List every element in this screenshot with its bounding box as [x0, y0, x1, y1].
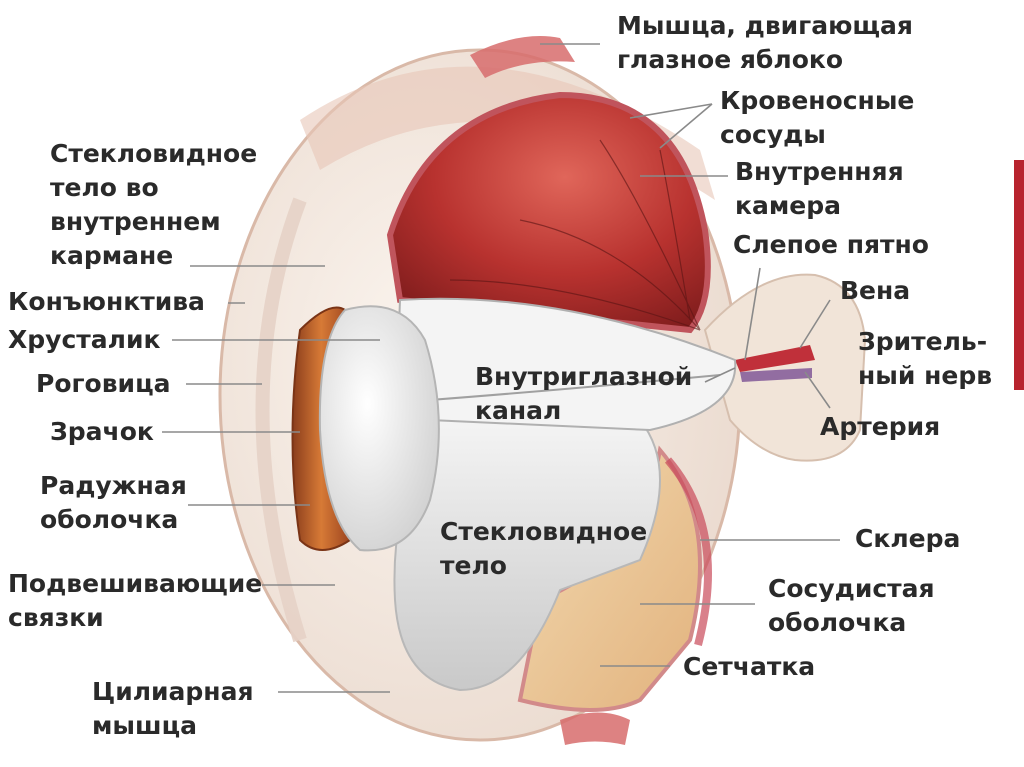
- label-ciliary-muscle-line-1: Цилиарная: [92, 677, 254, 706]
- label-ligaments-line-1: Подвешивающие: [8, 569, 263, 598]
- label-iris: Радужная оболочка: [40, 469, 187, 537]
- label-blood-vessels-line-1: Кровеносные: [720, 86, 915, 115]
- label-cornea: Роговица: [36, 369, 171, 398]
- eye-muscle-bottom: [560, 712, 630, 745]
- choroid-stripe: [664, 457, 712, 647]
- label-pupil: Зрачок: [50, 417, 154, 446]
- label-intraocular-canal-line-1: Внутриглазной: [475, 362, 693, 391]
- label-lens: Хрусталик: [8, 325, 161, 354]
- label-vitreous-pocket-line-3: внутреннем: [50, 207, 221, 236]
- label-vitreous-pocket: Стекловидное тело во внутреннем кармане: [50, 137, 257, 273]
- label-intraocular-canal-line-2: канал: [475, 396, 562, 425]
- lens-shape: [318, 305, 440, 552]
- label-inner-chamber: Внутренняя камера: [735, 155, 904, 223]
- label-choroid-line-2: оболочка: [768, 608, 907, 637]
- inner-chamber-shape: [386, 91, 711, 334]
- label-iris-line-2: оболочка: [40, 505, 179, 534]
- label-blood-vessels: Кровеносные сосуды: [720, 84, 914, 152]
- leader-lines: [162, 43, 840, 693]
- label-optic-nerve-line-2: ный нерв: [858, 361, 993, 390]
- label-optic-nerve: Зритель- ный нерв: [858, 325, 992, 393]
- label-blood-vessels-line-2: сосуды: [720, 120, 826, 149]
- label-inner-chamber-line-2: камера: [735, 191, 841, 220]
- label-vitreous-body: Стекловидное тело: [440, 515, 647, 583]
- eye-muscle-top: [470, 36, 575, 78]
- cornea-shape: [255, 197, 307, 643]
- label-eye-muscle: Мышца, двигающая глазное яблоко: [617, 9, 913, 77]
- label-vitreous-body-line-2: тело: [440, 551, 507, 580]
- label-sclera: Склера: [855, 524, 961, 553]
- label-ligaments-line-2: связки: [8, 603, 104, 632]
- label-ciliary-muscle: Цилиарная мышца: [92, 675, 254, 743]
- label-conjunctiva: Конъюнктива: [8, 287, 205, 316]
- optic-nerve-shape: [703, 273, 867, 462]
- label-vein: Вена: [840, 276, 911, 305]
- label-choroid: Сосудистая оболочка: [768, 572, 935, 640]
- label-vitreous-pocket-line-1: Стекловидное: [50, 139, 258, 168]
- label-eye-muscle-line-1: Мышца, двигающая: [617, 11, 913, 40]
- label-intraocular-canal: Внутриглазной канал: [475, 360, 692, 428]
- label-optic-nerve-line-1: Зритель-: [858, 327, 988, 356]
- label-vitreous-body-line-1: Стекловидное: [440, 517, 648, 546]
- label-inner-chamber-line-1: Внутренняя: [735, 157, 904, 186]
- label-artery: Артерия: [820, 412, 941, 441]
- label-vitreous-pocket-line-4: кармане: [50, 241, 174, 270]
- label-eye-muscle-line-2: глазное яблоко: [617, 45, 844, 74]
- label-iris-line-1: Радужная: [40, 471, 187, 500]
- edge-accent-bar: [1014, 160, 1024, 390]
- label-ciliary-muscle-line-2: мышца: [92, 711, 197, 740]
- label-blind-spot: Слепое пятно: [733, 230, 929, 259]
- label-vitreous-pocket-line-2: тело во: [50, 173, 159, 202]
- label-ligaments: Подвешивающие связки: [8, 567, 262, 635]
- retinal-vessels: [449, 139, 701, 331]
- label-retina: Сетчатка: [683, 652, 816, 681]
- label-choroid-line-1: Сосудистая: [768, 574, 935, 603]
